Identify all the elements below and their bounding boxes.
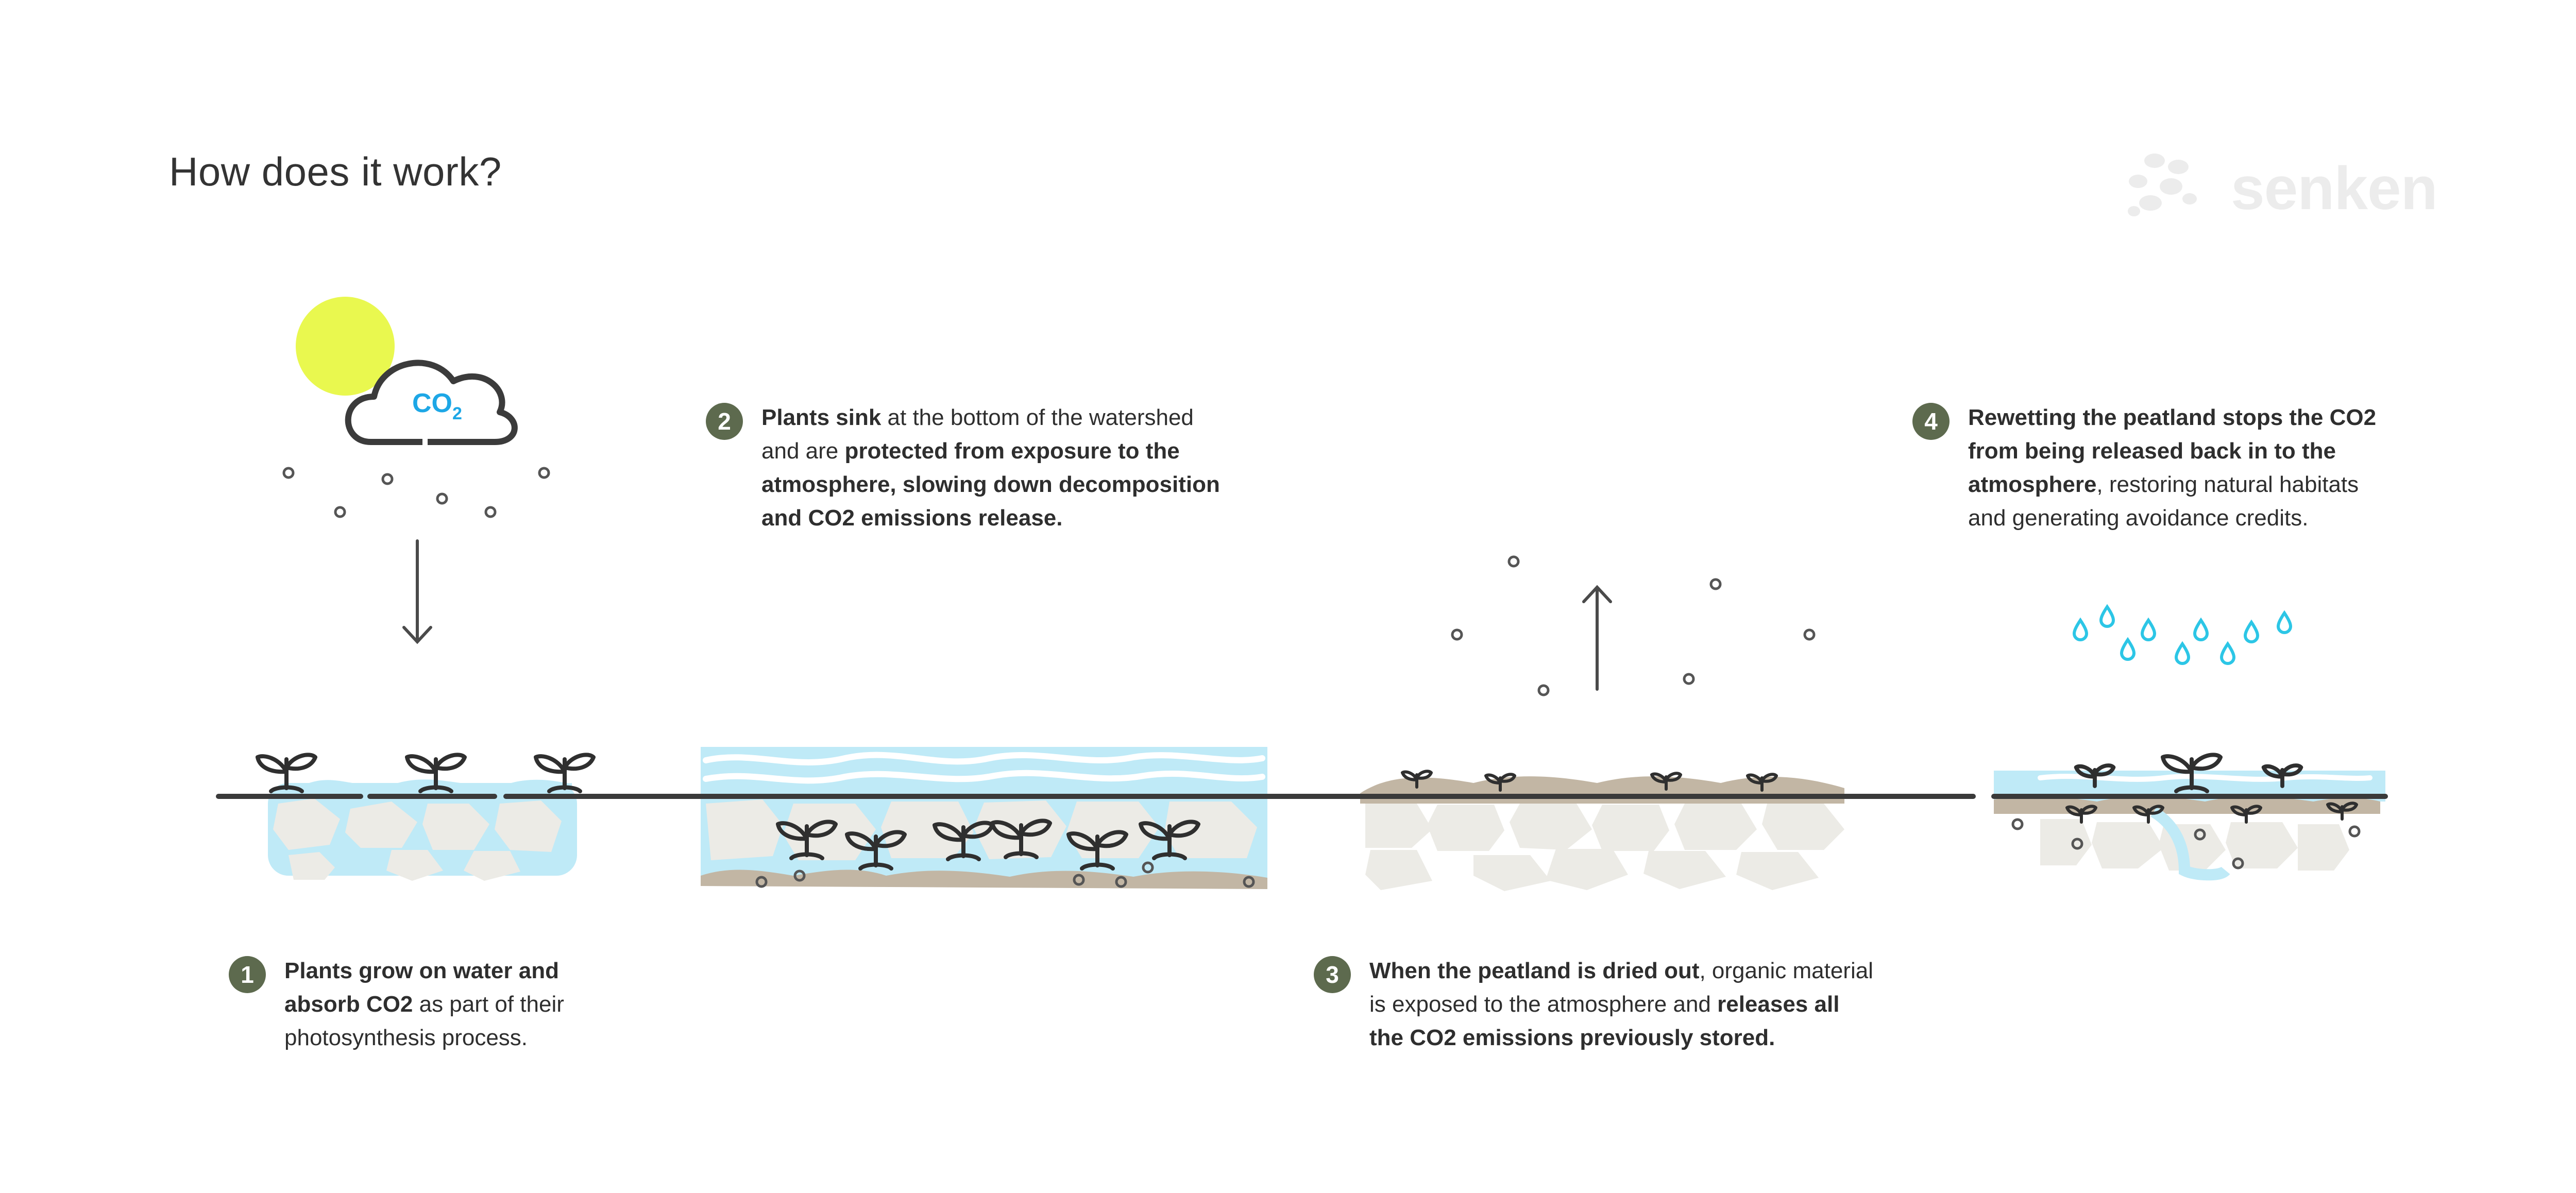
up-arrow-icon (1582, 585, 1612, 691)
logo: senken (2128, 149, 2438, 223)
step-text: Plants sink at the bottom of the watersh… (761, 401, 1220, 535)
step-text-line: Plants sink at the bottom of the watersh… (761, 401, 1220, 434)
co2-particles-1 (284, 468, 549, 517)
step-text-line: and are protected from exposure to the (761, 434, 1220, 468)
step-text-line: absorb CO2 as part of their (284, 987, 564, 1021)
step-text-run: and generating avoidance credits. (1968, 505, 2309, 531)
step-text-line: atmosphere, restoring natural habitats (1968, 468, 2376, 501)
page-title: How does it work? (169, 149, 502, 194)
step-text-line: and CO2 emissions release. (761, 501, 1220, 535)
step-text-bold: releases all (1717, 992, 1840, 1017)
step-text-bold: absorb CO2 (284, 992, 413, 1017)
step-text-line: Rewetting the peatland stops the CO2 (1968, 401, 2376, 434)
co2-particles-3 (1452, 557, 1814, 695)
step-text-bold: and CO2 emissions release. (761, 505, 1063, 531)
step-badge: 4 (1912, 403, 1950, 440)
step-text-run: , restoring natural habitats (2096, 472, 2359, 497)
scene-1-wetland (268, 779, 577, 881)
cloud-icon (345, 360, 518, 445)
step-text-bold: atmosphere, slowing down decomposition (761, 472, 1220, 497)
water-drops (2074, 607, 2291, 663)
step-text-line: from being released back in to the (1968, 434, 2376, 468)
step-text-line: When the peatland is dried out, organic … (1369, 954, 1873, 987)
step-text-line: photosynthesis process. (284, 1021, 564, 1054)
step-text-bold: When the peatland is dried out (1369, 958, 1700, 983)
step-text: Plants grow on water and absorb CO2 as pa… (284, 954, 564, 1054)
scene-2-watershed (701, 747, 1267, 889)
sun-icon (296, 297, 395, 396)
flower-dots-icon (2128, 154, 2197, 216)
step-text-bold: Rewetting the peatland stops the CO2 (1968, 405, 2377, 430)
step-text-line: atmosphere, slowing down decomposition (761, 468, 1220, 501)
step-text-run: photosynthesis process. (284, 1025, 528, 1050)
step-text-run: and are (761, 438, 845, 464)
step-text-bold: Plants grow on water and (284, 958, 559, 983)
step-text-run: , organic material (1699, 958, 1873, 983)
logo-text: senken (2231, 155, 2438, 223)
step-badge: 3 (1314, 956, 1351, 993)
step-text-line: and generating avoidance credits. (1968, 501, 2376, 535)
step-text-run: is exposed to the atmosphere and (1369, 992, 1718, 1017)
scene-3-dried (1360, 776, 1844, 891)
step-text-run: as part of their (413, 992, 564, 1017)
step-text-line: is exposed to the atmosphere and release… (1369, 987, 1873, 1021)
step-text-bold: from being released back in to the (1968, 438, 2336, 464)
step-text-line: the CO2 emissions previously stored. (1369, 1021, 1873, 1054)
step-text: When the peatland is dried out, organic … (1369, 954, 1873, 1054)
step-badge: 1 (229, 956, 266, 993)
step-text-bold: protected from exposure to the (844, 438, 1180, 464)
down-arrow-icon (402, 539, 432, 644)
co2-label: CO2 (412, 388, 462, 423)
step-text-line: Plants grow on water and (284, 954, 564, 987)
step-text-bold: the CO2 emissions previously stored. (1369, 1025, 1775, 1050)
step-text-run: at the bottom of the watershed (881, 405, 1194, 430)
step-text-bold: atmosphere (1968, 472, 2097, 497)
step-text: Rewetting the peatland stops the CO2 from… (1968, 401, 2376, 535)
step-badge: 2 (706, 403, 743, 440)
step-text-bold: Plants sink (761, 405, 882, 430)
